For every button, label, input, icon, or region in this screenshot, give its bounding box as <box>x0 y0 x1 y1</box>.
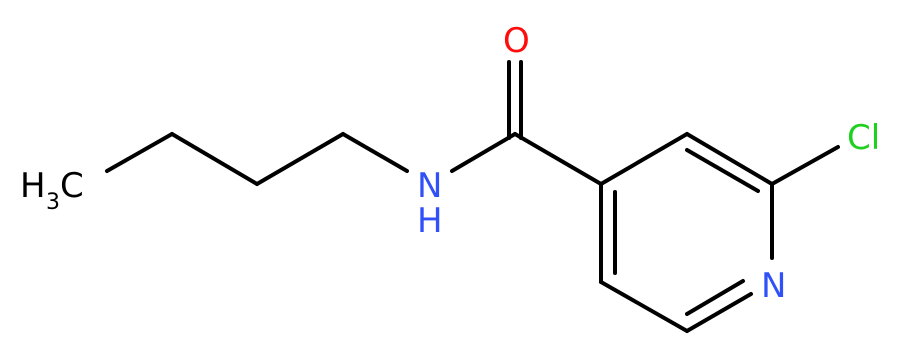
bond-carbonyl-ring <box>513 132 603 186</box>
bond-ring-n-c6-inner <box>685 279 745 316</box>
bond-ring-c4-c3 <box>599 132 689 186</box>
bond-c2-cl <box>770 145 840 186</box>
methyl-subscript: 3 <box>46 190 60 215</box>
methyl-label: H 3 C <box>20 166 84 215</box>
methyl-h: H <box>20 166 46 206</box>
bond-c1-c2 <box>170 132 259 186</box>
bond-c2-c3 <box>255 132 345 186</box>
methyl-c: C <box>60 166 84 206</box>
bond-ring-c3-c2-inner <box>685 148 760 193</box>
bond-ch3-c1 <box>105 132 174 173</box>
bond-ring-n-c6 <box>685 292 753 333</box>
bond-ring-c3-c2 <box>685 132 774 186</box>
bond-c3-n <box>341 132 409 173</box>
bond-ring-c6-c5 <box>599 280 689 333</box>
amide-n: N <box>417 166 442 206</box>
amide-h: H <box>417 201 443 241</box>
ring-nitrogen-label: N <box>761 266 786 306</box>
chlorine-label: Cl <box>847 118 880 158</box>
bond-n-carbonyl <box>450 132 517 173</box>
oxygen-label: O <box>503 21 530 61</box>
amide-nh-label: N H <box>417 166 443 241</box>
